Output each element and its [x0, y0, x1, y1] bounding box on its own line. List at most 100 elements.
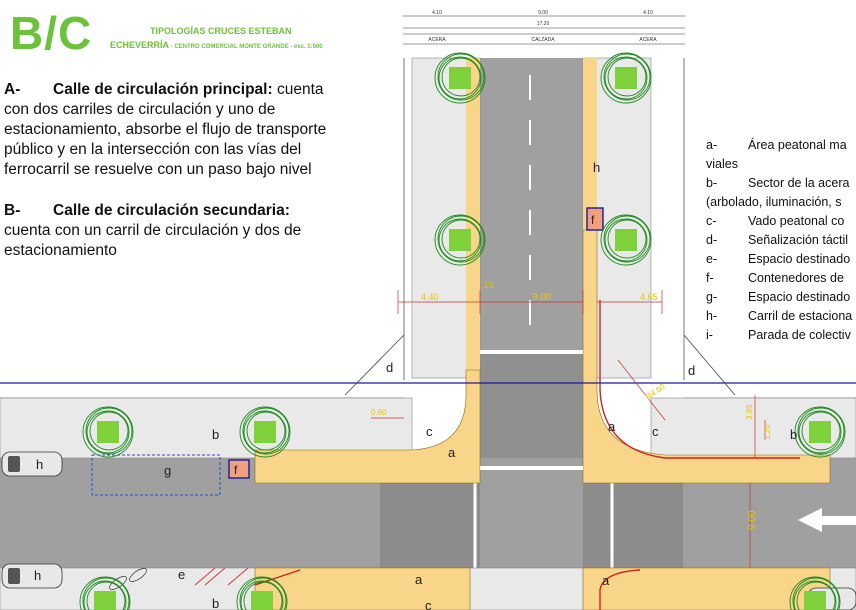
legend-row: i- Parada de colectiv — [706, 326, 856, 345]
tree-icon — [794, 406, 846, 458]
sheet-title-line2-small: - CENTRO COMERCIAL MONTE GRANDE - esc. 1… — [169, 44, 323, 50]
label-h-left-bottom: h — [34, 568, 41, 583]
tree-icon — [600, 52, 652, 104]
description-b-text: cuenta con un carril de circulación y do… — [4, 222, 302, 259]
legend-row: f-Contenedores de — [706, 269, 856, 288]
dim-table-top-2: 9.00 — [538, 10, 548, 16]
dim-table-top-3: 4.10 — [643, 10, 653, 16]
trees — [79, 52, 846, 610]
sheet-title-line2: ECHEVERRÍA - CENTRO COMERCIAL MONTE GRAN… — [110, 40, 323, 50]
label-d-right: d — [688, 363, 695, 378]
legend-row: (arbolado, iluminación, s — [706, 193, 856, 212]
sheet-title-line2-main: ECHEVERRÍA — [110, 40, 170, 50]
crosswalk-north — [480, 350, 583, 470]
dim-width-left: 4.40 — [421, 292, 439, 302]
label-a-center: a — [448, 445, 456, 460]
sheet-code: B/C — [10, 7, 93, 59]
legend-text: Espacio destinado — [748, 252, 851, 266]
legend-text: (arbolado, iluminación, s — [706, 195, 842, 209]
parked-car-left-top — [1, 451, 63, 477]
road-west-approach — [380, 483, 480, 568]
description-b: B- Calle de circulación secundaria: cuent… — [4, 201, 344, 261]
tree-icon — [236, 576, 288, 610]
legend-row: c-Vado peatonal co — [706, 212, 856, 231]
container-f-top — [586, 207, 604, 231]
tactile-guides — [344, 334, 736, 396]
label-c-right: c — [652, 424, 659, 439]
road-intersection-north — [480, 350, 583, 458]
sidewalk-north-west — [0, 397, 413, 459]
legend-text: Sector de la acera — [748, 176, 850, 190]
label-b-bottom: b — [212, 596, 219, 610]
legend-key: g- — [706, 290, 718, 304]
pedestrian-area-nw — [254, 369, 481, 484]
dim-right-v2: 1.20 — [763, 424, 772, 440]
sheet-title-line1: TIPOLOGÍAS CRUCES ESTEBAN — [150, 26, 292, 36]
curb-line-sw — [254, 569, 301, 586]
label-f-top: f — [591, 213, 595, 227]
label-a-bottom-left: a — [415, 572, 423, 587]
legend-text: viales — [706, 157, 738, 171]
description-a-text: cuenta con dos carriles de circulación y… — [4, 81, 327, 178]
tree-icon — [789, 576, 841, 610]
road-east-approach — [583, 483, 683, 568]
dim-table-top-1: 4.10 — [432, 10, 442, 16]
legend-row: viales — [706, 155, 856, 174]
container-f-left — [228, 459, 250, 479]
label-g: g — [164, 463, 171, 478]
label-f-left: f — [234, 463, 238, 477]
parked-car-left-bottom — [1, 563, 63, 589]
legend-key: a- — [706, 138, 718, 152]
label-e: e — [178, 567, 185, 582]
legend-key: d- — [706, 233, 718, 247]
legend-row: e- Espacio destinado — [706, 250, 856, 269]
label-d-left: d — [386, 360, 393, 375]
dim-table-bottom-3: ACERA — [639, 37, 657, 43]
legend-row: b- Sector de la acera — [706, 174, 856, 193]
legend-key: i- — [706, 328, 713, 342]
dim-roadway: 9.00 — [532, 292, 552, 303]
curb-strip-west — [466, 58, 480, 373]
tree-icon — [434, 52, 486, 104]
legend-row: g- Espacio destinado — [706, 288, 856, 307]
label-a-bottom-right: a — [602, 573, 610, 588]
pedestrian-area-ne — [582, 229, 831, 484]
label-h-left: h — [36, 457, 43, 472]
legend: a-Área peatonal ma viales b- Sector de la… — [706, 136, 856, 345]
dim-offset: .15 — [481, 280, 494, 290]
plan-labels: h f f d d c c c a a a a b b b g h h e — [34, 160, 797, 610]
dim-right-v1: 3.95 — [745, 404, 754, 420]
dim-width-right: 4.65 — [640, 292, 658, 302]
legend-text: Espacio destinado — [748, 290, 851, 304]
description-b-heading: Calle de circulación secundaria: — [53, 202, 290, 219]
legend-key: b- — [706, 176, 718, 190]
tree-icon — [82, 406, 134, 458]
legend-key: h- — [706, 309, 718, 323]
curb-line-ne — [599, 300, 800, 459]
legend-row: h- Carril de estaciona — [706, 307, 856, 326]
dim-table-total: 17.20 — [537, 21, 550, 27]
legend-key: e- — [706, 252, 718, 266]
description-a-letter: A- — [4, 81, 21, 98]
legend-text: Señalización táctil — [748, 233, 849, 247]
label-a-right: a — [608, 419, 616, 434]
legend-row: d- Señalización táctil — [706, 231, 856, 250]
tree-icon — [434, 214, 486, 266]
description-a: A-Calle de circulación principal: cuenta… — [4, 80, 344, 180]
label-h-top: h — [593, 160, 600, 175]
tree-icon — [600, 214, 652, 266]
legend-row: a-Área peatonal ma — [706, 136, 856, 155]
dimension-lines — [371, 290, 766, 568]
loading-zone-g — [91, 454, 221, 496]
legend-text: Carril de estaciona — [748, 309, 853, 323]
legend-text: Parada de colectiv — [748, 328, 851, 342]
label-c-left: c — [426, 424, 433, 439]
dimension-table — [403, 15, 685, 45]
description-b-letter: B- — [4, 202, 21, 219]
legend-key: f- — [706, 271, 714, 285]
curb-line-se — [599, 569, 641, 610]
tree-icon — [239, 406, 291, 458]
tree-icon — [79, 576, 131, 610]
bike-rack-e — [194, 567, 249, 586]
